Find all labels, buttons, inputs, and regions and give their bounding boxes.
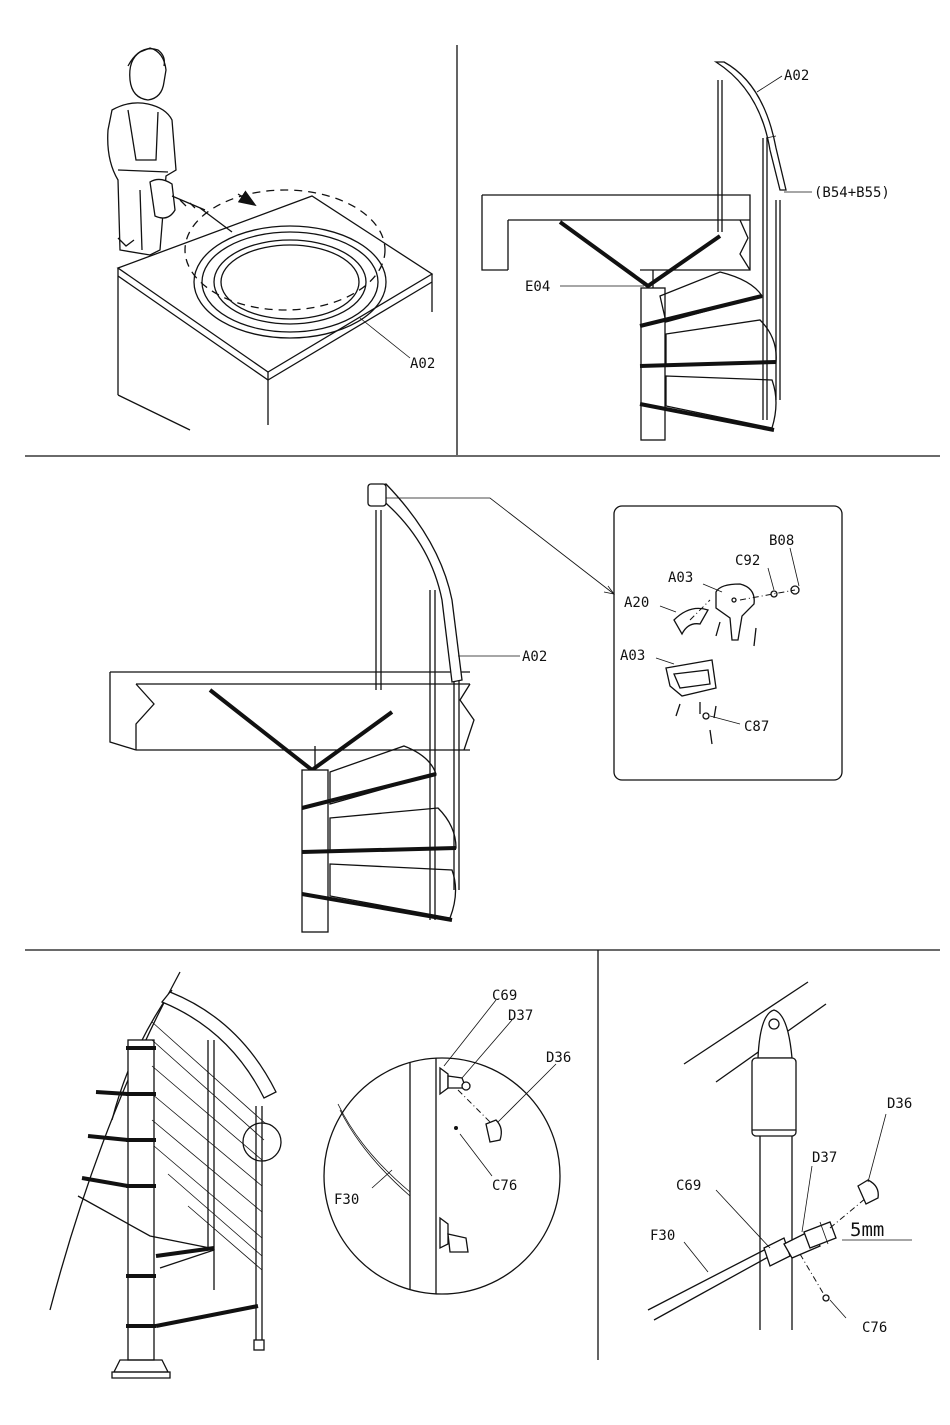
curved-handrail-3 <box>368 484 462 682</box>
panel-3-rail-connection: A02 <box>110 484 842 932</box>
callout-leader-3 <box>386 498 614 594</box>
panel-1-rail-bending: A02 <box>108 48 436 430</box>
label-b08: B08 <box>769 533 794 549</box>
label-d36: D36 <box>546 1050 571 1066</box>
treads-4 <box>78 1092 258 1326</box>
landing-slab <box>482 195 750 270</box>
label-5mm: 5mm <box>850 1219 884 1241</box>
zoom-circle-detail: C69 D37 D36 F30 C76 <box>324 988 571 1294</box>
label-a02: A02 <box>410 356 435 372</box>
curved-handrail <box>716 62 786 190</box>
label-a03-lower: A03 <box>620 648 645 664</box>
post-5 <box>752 1010 796 1330</box>
detail-labels: B08 C92 A03 A20 A03 C87 <box>620 533 799 735</box>
label-c87: C87 <box>744 719 769 735</box>
label-a02: A02 <box>522 649 547 665</box>
label-a20: A20 <box>624 595 649 611</box>
label-d36: D36 <box>887 1096 912 1112</box>
spiral-outer-curve <box>50 972 180 1310</box>
label-e04: E04 <box>525 279 550 295</box>
label-c69: C69 <box>492 988 517 1004</box>
landing-slab-3 <box>110 672 474 750</box>
label-c76: C76 <box>862 1320 887 1336</box>
panel-2-rail-installed: A02 (B54+B55) E04 <box>482 62 890 440</box>
label-b54-b55: (B54+B55) <box>814 185 890 201</box>
posts-4 <box>208 1040 264 1350</box>
label-d37: D37 <box>508 1008 533 1024</box>
a03-lower-bracket <box>666 660 716 696</box>
a20-elbow <box>674 608 708 634</box>
zoom-labels: C69 D37 D36 F30 C76 <box>334 988 571 1208</box>
center-column-3 <box>302 746 328 932</box>
label-c92: C92 <box>735 553 760 569</box>
worker-figure <box>108 48 232 255</box>
a03-upper-bracket <box>716 584 754 640</box>
label-f30: F30 <box>650 1228 675 1244</box>
label-a02: A02 <box>784 68 809 84</box>
curved-rail-coil <box>185 190 386 338</box>
label-a02-panel3: A02 <box>458 649 547 665</box>
label-a02-panel1: A02 <box>360 318 435 372</box>
fitting-upper <box>440 1068 501 1142</box>
label-d37: D37 <box>812 1150 837 1166</box>
label-a03-upper: A03 <box>668 570 693 586</box>
panel-4-cable-installation: C69 D37 D36 F30 C76 <box>50 972 571 1378</box>
panel-5-tensioner-detail: 5mm D36 D37 C69 F30 C76 <box>648 982 912 1336</box>
label-c76: C76 <box>492 1178 517 1194</box>
cable-5 <box>648 1248 770 1320</box>
labels-panel2: A02 (B54+B55) E04 <box>525 68 890 295</box>
connector-detail-box: B08 C92 A03 A20 A03 C87 <box>614 506 842 780</box>
label-f30: F30 <box>334 1192 359 1208</box>
fitting-lower <box>440 1218 468 1252</box>
workbench <box>118 196 432 430</box>
label-c69: C69 <box>676 1178 701 1194</box>
